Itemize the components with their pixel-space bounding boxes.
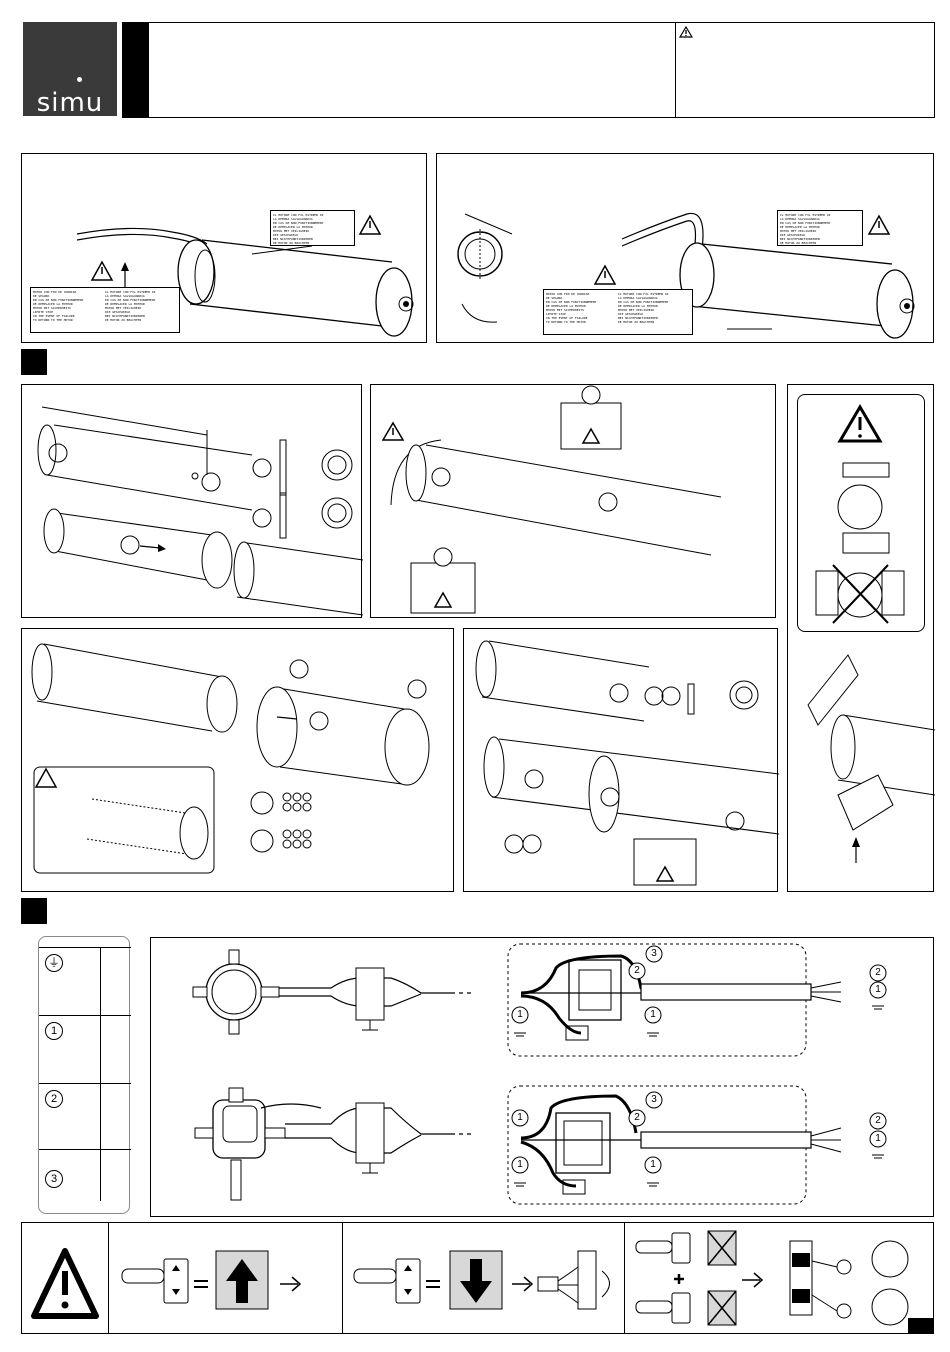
orientation-callout xyxy=(797,394,925,632)
panel-tube-assembly xyxy=(463,628,780,892)
bottom-out-1-label: 1 xyxy=(875,1133,881,1144)
section-marker-installation xyxy=(21,349,47,375)
strip-divider-1 xyxy=(108,1223,109,1333)
bottom-wire-3-label: 3 xyxy=(651,1094,657,1105)
atex-label-left-text: MOTOR CON FIN DE CORRIDA DE SEGURO EN CA… xyxy=(546,292,597,324)
page-number-tab xyxy=(908,1318,934,1334)
safety-label-left-text: MOTOR CON FIN DE CORRIDA DE SEGURO EN CA… xyxy=(33,290,84,322)
direction-check-strip xyxy=(21,1222,934,1334)
mounting-orientation-drawing xyxy=(807,404,936,863)
legend-row-3: 3 xyxy=(39,1149,131,1214)
top-wire-2-label: 2 xyxy=(634,965,640,976)
header-title-box xyxy=(148,22,676,118)
motor-standard-drawing xyxy=(76,214,414,337)
top-out-2-label: 2 xyxy=(875,967,881,978)
legend-row-1: 1 xyxy=(39,1015,131,1084)
earth-icon: ⏚ xyxy=(45,954,63,972)
wire-3-symbol: 3 xyxy=(45,1170,63,1188)
top-wire-1a-label: 1 xyxy=(517,1009,523,1020)
panel-mounting-orientation xyxy=(787,384,936,892)
wire-2-symbol: 2 xyxy=(45,1090,63,1108)
panel-motor-atex: MOTOR CON FIN DE CORRIDA DE SEGURO EN CA… xyxy=(436,153,934,343)
tube-assembly-drawing xyxy=(475,640,780,886)
tube-drilling-drawing xyxy=(37,406,364,616)
warning-triangle-icon xyxy=(678,25,694,38)
header-black-bar xyxy=(122,22,148,118)
atex-label-right-text: IL MOTORE CON FIL ESTREMO DI LA DEMORA S… xyxy=(618,292,669,324)
atex-label-top-text: IL MOTORE CON FIL ESTREMO DI LA DEMORA S… xyxy=(780,213,831,245)
wiring-diagram-drawing xyxy=(192,943,887,1205)
top-out-1-label: 1 xyxy=(875,984,881,995)
legend-row-2: 2 xyxy=(39,1083,131,1150)
bottom-wire-1a-label: 1 xyxy=(517,1159,523,1170)
logo-text: simu xyxy=(36,88,104,118)
adapter-fitting-drawing xyxy=(31,643,430,874)
top-wire-3-label: 3 xyxy=(651,948,657,959)
section-marker-wiring xyxy=(21,898,47,924)
legend-row-earth: ⏚ xyxy=(39,947,131,1016)
safety-label-top-text: IL MOTORE CON FIL ESTREMO DI LA DEMORA S… xyxy=(273,213,324,245)
bottom-wire-1c-label: 1 xyxy=(517,1112,523,1123)
logo-dot xyxy=(77,77,82,82)
bottom-out-2-label: 2 xyxy=(875,1115,881,1126)
motor-atex-drawing xyxy=(457,212,915,339)
simu-logo: simu xyxy=(23,22,117,118)
top-wire-1b-label: 1 xyxy=(650,1009,656,1020)
safety-label-top: IL MOTORE CON FIL ESTREMO DI LA DEMORA S… xyxy=(270,210,355,246)
bottom-wire-2-label: 2 xyxy=(634,1112,640,1123)
strip-divider-2 xyxy=(342,1223,343,1333)
wiring-legend: ⏚ 1 2 3 xyxy=(38,936,131,1214)
panel-adapter-fitting xyxy=(21,628,454,892)
panel-motor-fixing xyxy=(370,384,776,618)
safety-label-left: MOTOR CON FIN DE CORRIDA DE SEGURO EN CA… xyxy=(30,287,180,333)
wire-1-symbol: 1 xyxy=(45,1022,63,1040)
legend-divider xyxy=(100,947,101,1201)
atex-label-top: IL MOTORE CON FIL ESTREMO DI LA DEMORA S… xyxy=(777,210,863,246)
header-warning-box xyxy=(676,22,935,118)
motor-fixing-drawing xyxy=(381,385,722,614)
panel-tube-drilling xyxy=(21,384,364,618)
bottom-wire-1b-label: 1 xyxy=(650,1159,656,1170)
panel-motor-standard: MOTOR CON FIN DE CORRIDA DE SEGURO EN CA… xyxy=(21,153,427,343)
wiring-diagram-panel: 3 2 1 1 2 1 3 2 1 1 1 2 1 xyxy=(150,937,934,1217)
safety-label-right-text: IL MOTORE CON FIL ESTREMO DI LA DEMORA S… xyxy=(105,290,156,322)
strip-divider-3 xyxy=(624,1223,625,1333)
direction-check-drawing xyxy=(31,1230,909,1326)
atex-label-left: MOTOR CON FIN DE CORRIDA DE SEGURO EN CA… xyxy=(543,289,693,335)
